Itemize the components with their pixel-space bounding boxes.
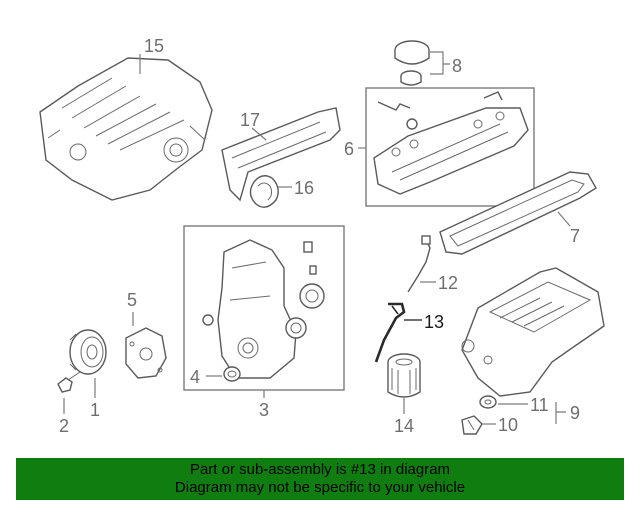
seal-part-16[interactable] bbox=[249, 175, 279, 208]
callout-10: 10 bbox=[498, 415, 518, 435]
callout-5: 5 bbox=[127, 290, 137, 310]
callout-8: 8 bbox=[452, 56, 462, 76]
valve-cover-part-6[interactable] bbox=[373, 91, 529, 195]
callout-13: 13 bbox=[424, 312, 444, 332]
callout-4: 4 bbox=[190, 367, 200, 387]
callout-17: 17 bbox=[240, 110, 260, 130]
callout-3: 3 bbox=[259, 400, 269, 420]
washer-part-11[interactable] bbox=[479, 395, 497, 409]
sprocket-parts bbox=[202, 241, 325, 339]
callout-6: 6 bbox=[344, 139, 354, 159]
callout-2: 2 bbox=[59, 416, 69, 436]
callout-11: 11 bbox=[530, 395, 549, 415]
banner-line-2: Diagram may not be specific to your vehi… bbox=[174, 479, 466, 496]
pulley-part-1[interactable] bbox=[69, 329, 107, 375]
leader-9 bbox=[555, 402, 566, 424]
leader-17 bbox=[251, 127, 267, 141]
dipstick-part-13[interactable] bbox=[374, 302, 406, 363]
drain-plug-part-10[interactable] bbox=[461, 415, 483, 435]
valve-cover-box bbox=[365, 87, 535, 207]
seal-part-4[interactable] bbox=[223, 366, 241, 382]
gasket-part-7[interactable] bbox=[439, 171, 597, 255]
callout-15: 15 bbox=[144, 36, 164, 56]
callout-7: 7 bbox=[570, 226, 580, 246]
leader-8 bbox=[430, 51, 450, 75]
leader-7 bbox=[557, 211, 571, 227]
oil-filter-part-14[interactable] bbox=[387, 353, 421, 398]
timing-cover-part-3[interactable] bbox=[217, 239, 297, 379]
callout-12: 12 bbox=[438, 273, 458, 293]
banner-line-1: Part or sub-assembly is #13 in diagram bbox=[189, 461, 451, 478]
callout-16: 16 bbox=[294, 178, 314, 198]
callout-1: 1 bbox=[90, 400, 100, 420]
water-pump-part-5[interactable] bbox=[125, 327, 167, 379]
gasket-part-17[interactable] bbox=[221, 107, 341, 202]
bolt-part-2[interactable] bbox=[57, 371, 81, 393]
info-banner: Part or sub-assembly is #13 in diagram D… bbox=[16, 458, 624, 500]
dipstick-tube-part-12[interactable] bbox=[407, 235, 431, 293]
filler-cap-part-8[interactable] bbox=[394, 40, 430, 86]
callout-9: 9 bbox=[570, 403, 580, 423]
oil-pan-part-9[interactable] bbox=[461, 267, 605, 397]
intake-manifold-part-15[interactable] bbox=[39, 57, 213, 201]
callout-14: 14 bbox=[394, 416, 414, 436]
